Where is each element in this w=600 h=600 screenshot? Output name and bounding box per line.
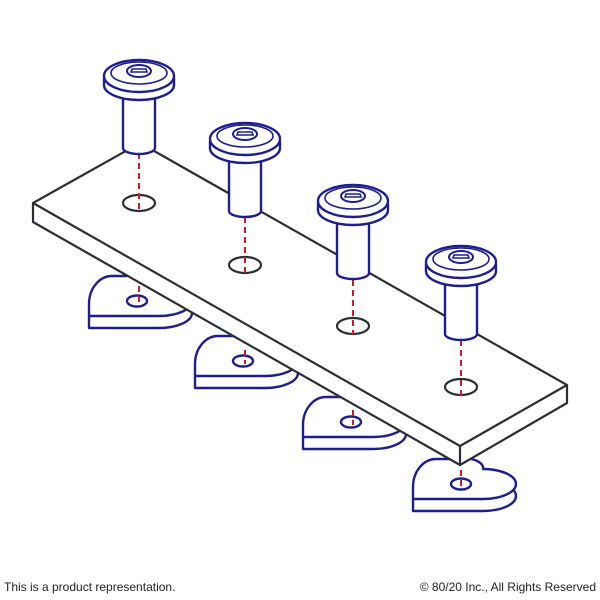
bolt-1 xyxy=(102,58,176,156)
exploded-assembly-diagram xyxy=(31,58,569,513)
copyright-notice: © 80/20 Inc., All Rights Reserved xyxy=(419,580,596,594)
product-representation-note: This is a product representation. xyxy=(4,580,176,594)
centerlines xyxy=(138,153,462,487)
t-nut-4 xyxy=(411,456,518,513)
